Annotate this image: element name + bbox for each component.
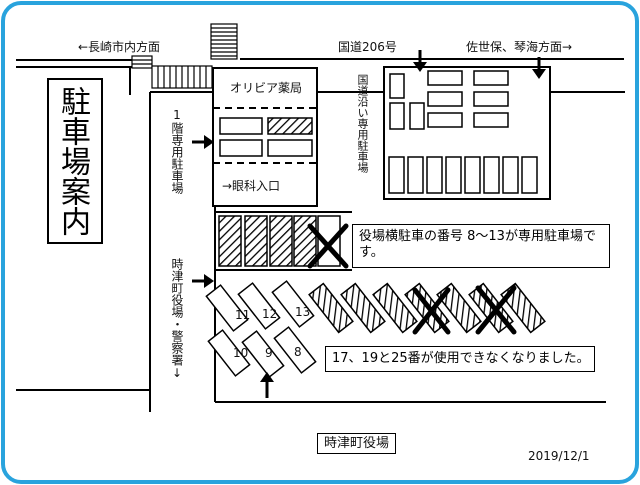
crosswalk-top (210, 23, 238, 60)
x-mark-25 (307, 223, 349, 269)
arrows (192, 50, 546, 398)
lot-number-note-text: 役場横駐車の番号 8〜13が専用駐車場です。 (359, 229, 596, 260)
floor1-stalls (219, 117, 313, 157)
unavailable-note-text: 17、19と25番が使用できなくなりました。 (332, 351, 590, 366)
road-label-east: 佐世保、琴海方面→ (466, 40, 573, 54)
floor1-parking-label: 1階専用駐車場 (170, 108, 184, 194)
pharmacy-building (212, 67, 318, 207)
town-office-text: 時津町役場 (324, 436, 390, 451)
stall-number: 9 (265, 346, 273, 360)
crosswalk-junction (131, 55, 153, 69)
x-mark-19 (412, 287, 451, 335)
stall-number: 13 (295, 305, 311, 319)
road-label-route: 国道206号 (338, 40, 397, 54)
diagonal-stalls-upper (205, 280, 315, 332)
stall-number: 10 (233, 346, 249, 360)
stall-number: 11 (235, 308, 251, 322)
town-office-label: 時津町役場 (317, 433, 397, 454)
arrow-town-side-icon (192, 274, 214, 288)
arrow-route-entry-icon (413, 50, 427, 72)
pharmacy-dividers (213, 107, 317, 164)
lot-number-note: 役場横駐車の番号 8〜13が専用駐車場です。 (352, 224, 610, 268)
unavailable-note: 17、19と25番が使用できなくなりました。 (325, 346, 595, 372)
unavailable-x-marks (307, 223, 517, 335)
eye-clinic-label: →眼科入口 (222, 179, 281, 193)
bottom-road (16, 389, 606, 403)
stall-number: 8 (294, 345, 302, 359)
arrow-route-entry-2-icon (532, 57, 546, 79)
diagonal-stalls-lower (207, 326, 317, 378)
route-side-stalls (388, 70, 538, 194)
arrow-floor1-icon (192, 135, 214, 149)
page-title: 駐車場案内 (55, 86, 90, 236)
town-side-lot (215, 211, 352, 271)
town-office-side-label: 時津町役場・警察署↓ (170, 258, 184, 380)
route-side-parking-label: 国道沿い専用駐車場 (356, 74, 369, 173)
title-box: 駐車場案内 (47, 78, 103, 244)
date-label: 2019/12/1 (528, 449, 590, 463)
crosswalk-side (151, 65, 213, 89)
road-label-west: ←長崎市内方面 (78, 40, 161, 54)
arrow-bottom-entry-icon (260, 372, 274, 398)
x-mark-17 (475, 285, 517, 335)
stall-number: 12 (262, 307, 278, 321)
pharmacy-label: オリビア薬局 (230, 81, 303, 95)
